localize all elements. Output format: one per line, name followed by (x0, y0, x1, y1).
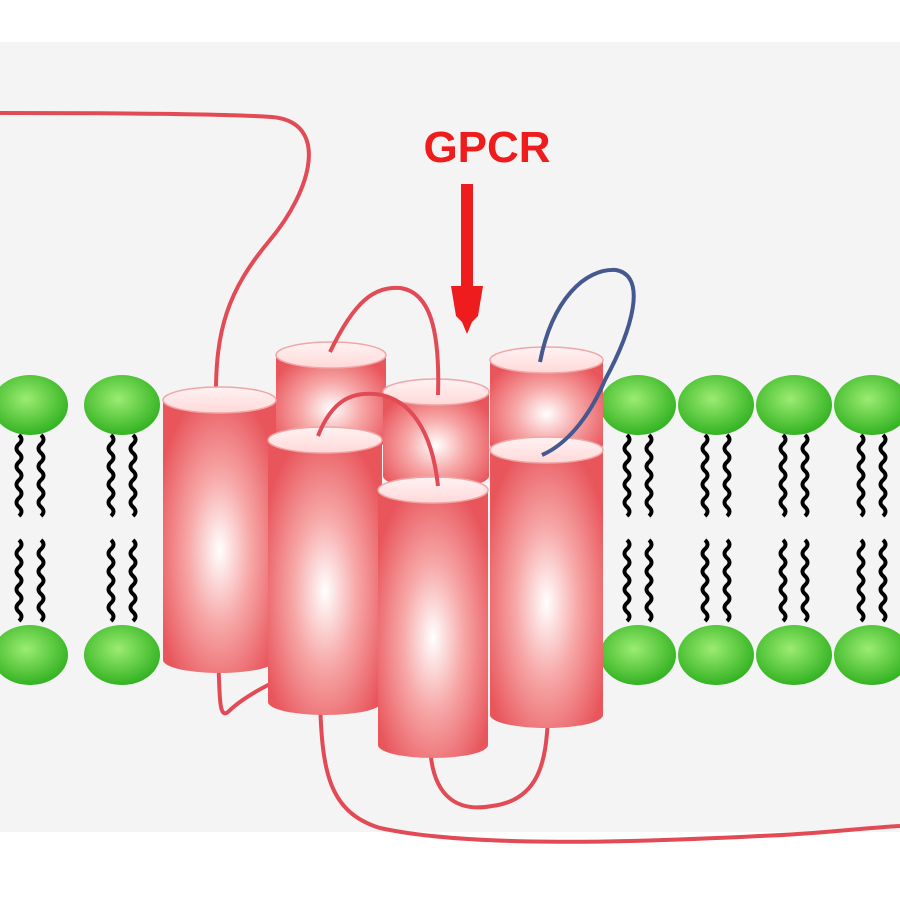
lipid-tail (700, 433, 710, 518)
lipid-head (600, 625, 676, 685)
n-terminus-strand (0, 111, 311, 401)
helix-cylinder (382, 378, 490, 489)
lipid-tail (106, 433, 116, 518)
helix-cylinder (377, 476, 489, 758)
lipid-tail (644, 538, 654, 623)
lipid-tail (878, 433, 888, 518)
lipid-tail (700, 538, 710, 623)
lipid-head (678, 375, 754, 435)
helix-cylinder (162, 386, 277, 674)
lipid-head (84, 625, 160, 685)
blue-extracellular-loop (538, 267, 636, 457)
lipid-tail (622, 538, 632, 623)
lipid-tail (106, 538, 116, 623)
helix-cylinder (489, 436, 604, 729)
extracellular-loop-1 (328, 285, 441, 396)
lipid-tail (14, 538, 24, 623)
lipid-tail (14, 433, 24, 518)
down-arrow-icon (451, 184, 483, 334)
helix-cylinder (267, 426, 383, 715)
intracellular-loop-1 (216, 654, 273, 716)
extracellular-loop-2 (316, 391, 440, 487)
lipid-tail (856, 538, 866, 623)
lipid-tail (622, 433, 632, 518)
helix-cylinder (489, 346, 604, 458)
intracellular-loop-3 (428, 717, 550, 810)
lipid-tail (128, 538, 138, 623)
lipid-head (84, 375, 160, 435)
lipid-head (756, 375, 832, 435)
lipid-tail (128, 433, 138, 518)
gpcr-label-group: GPCR (423, 123, 551, 334)
loops-back (0, 111, 900, 844)
transmembrane-helices (162, 341, 604, 758)
lipid-tail (722, 433, 732, 518)
lipid-tail (722, 538, 732, 623)
lipid-tail (800, 433, 810, 518)
c-terminus-strand (318, 699, 900, 844)
lipid-head (834, 625, 900, 685)
loops-front (316, 267, 636, 487)
lipid-tail (644, 433, 654, 518)
lipid-head (600, 375, 676, 435)
lipid-head (0, 625, 68, 685)
lipid-tail (856, 433, 866, 518)
lipid-tail (36, 433, 46, 518)
lipid-tail (800, 538, 810, 623)
lipid-tail (778, 538, 788, 623)
lipid-head (0, 375, 68, 435)
lipid-tail (778, 433, 788, 518)
lipid-bilayer (0, 375, 900, 685)
lipid-tail (36, 538, 46, 623)
lipid-head (834, 375, 900, 435)
lipid-tail (878, 538, 888, 623)
gpcr-label: GPCR (423, 123, 550, 172)
lipid-head (678, 625, 754, 685)
lipid-head (756, 625, 832, 685)
